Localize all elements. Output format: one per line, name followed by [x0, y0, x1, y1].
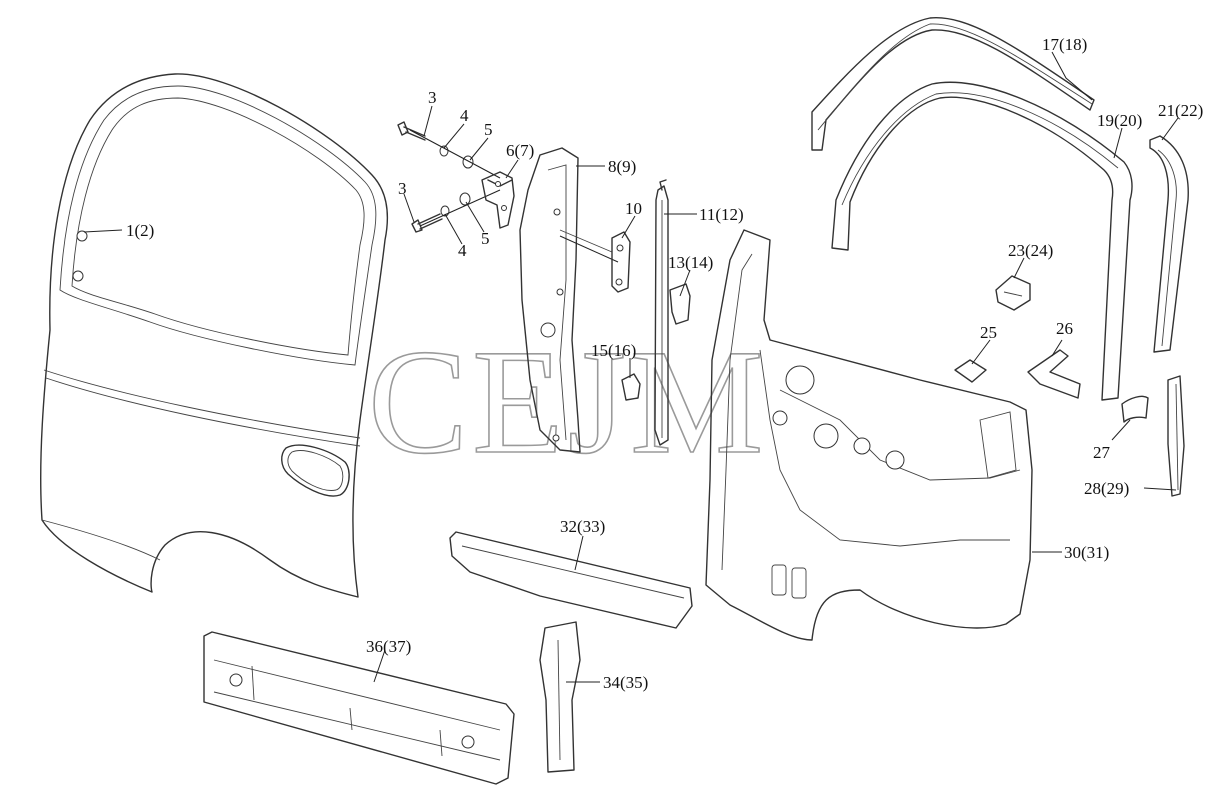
label-3-upper: 3 [428, 88, 437, 107]
label-28: 28(29) [1084, 479, 1129, 498]
window-frame-sash [831, 81, 1133, 401]
label-34: 34(35) [603, 673, 648, 692]
label-5-upper: 5 [484, 120, 493, 139]
hinge-bolt-lower [411, 189, 501, 233]
rear-channel [1149, 135, 1189, 353]
label-15: 15(16) [591, 341, 636, 360]
label-10: 10 [625, 199, 642, 218]
roof-weatherstrip [811, 17, 1095, 151]
hinge-bolt-upper [397, 121, 501, 179]
glass-run-channel [654, 179, 669, 446]
part-labels: 1(2) 3 4 5 3 4 5 6(7) 8(9) 10 11(12) 13(… [126, 35, 1203, 692]
label-8: 8(9) [608, 157, 636, 176]
inner-door-panel [705, 229, 1033, 641]
label-19: 19(20) [1097, 111, 1142, 130]
label-30: 30(31) [1064, 543, 1109, 562]
belt-reinforcement [449, 531, 693, 629]
label-4-lower: 4 [458, 241, 467, 260]
label-17: 17(18) [1042, 35, 1087, 54]
door-hinge [481, 171, 515, 229]
clip-27 [1121, 395, 1149, 423]
leader-lines [83, 51, 1179, 683]
bracket-13 [669, 283, 691, 325]
rear-strip [1167, 375, 1185, 497]
outer-door-panel [40, 73, 389, 598]
watermark: CEJM [368, 319, 767, 485]
label-13: 13(14) [668, 253, 713, 272]
label-6: 6(7) [506, 141, 534, 160]
bracket-23 [995, 275, 1031, 311]
bracket-26 [1027, 349, 1081, 399]
check-bracket [611, 231, 631, 293]
label-36: 36(37) [366, 637, 411, 656]
label-5-lower: 5 [481, 229, 490, 248]
label-26: 26 [1056, 319, 1073, 338]
lower-vertical-reinforcement [539, 621, 581, 773]
label-25: 25 [980, 323, 997, 342]
label-3-lower: 3 [398, 179, 407, 198]
lower-reinforcement [203, 631, 515, 785]
label-1: 1(2) [126, 221, 154, 240]
label-27: 27 [1093, 443, 1111, 462]
label-21: 21(22) [1158, 101, 1203, 120]
label-32: 32(33) [560, 517, 605, 536]
bracket-15 [621, 373, 641, 401]
label-11: 11(12) [699, 205, 744, 224]
label-23: 23(24) [1008, 241, 1053, 260]
label-4-upper: 4 [460, 106, 469, 125]
bracket-25 [954, 359, 987, 383]
hinge-pillar-reinforcement [519, 147, 619, 453]
